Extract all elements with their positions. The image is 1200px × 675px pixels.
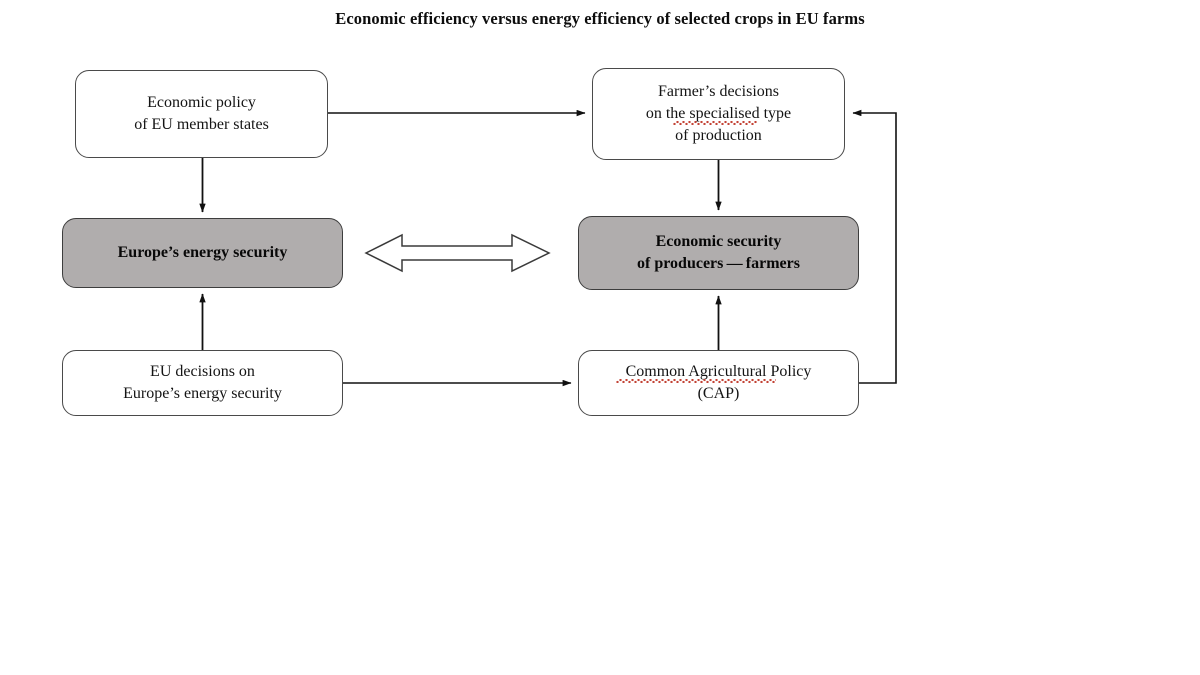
double-headed-block-arrow — [364, 233, 551, 273]
connector-cap-to-farmer-decisions-feedback — [852, 109, 897, 384]
node-europes-energy-security-label: Europe’s energy security — [117, 243, 288, 261]
node-economic-policy-label: Economic policy of EU member states — [134, 93, 269, 133]
page-title: Economic efficiency versus energy effici… — [335, 9, 865, 28]
node-europes-energy-security[interactable]: Europe’s energy security — [62, 218, 343, 288]
node-economic-policy[interactable]: Economic policy of EU member states — [75, 70, 328, 158]
node-eu-decisions-on-energy-security-label: EU decisions on Europe’s energy security — [123, 362, 282, 402]
node-economic-security-of-producers-label: Economic security of producers — farmers — [637, 232, 800, 272]
node-farmer-decisions[interactable]: Farmer’s decisions on the specialised ty… — [592, 68, 845, 160]
node-farmer-decisions-label: Farmer’s decisions on the specialised ty… — [645, 82, 792, 145]
node-common-agricultural-policy-label: Common Agricultural Policy (CAP) — [625, 362, 812, 402]
node-economic-security-of-producers[interactable]: Economic security of producers — farmers — [578, 216, 859, 290]
node-eu-decisions-on-energy-security[interactable]: EU decisions on Europe’s energy security — [62, 350, 343, 416]
node-common-agricultural-policy[interactable]: Common Agricultural Policy (CAP) — [578, 350, 859, 416]
